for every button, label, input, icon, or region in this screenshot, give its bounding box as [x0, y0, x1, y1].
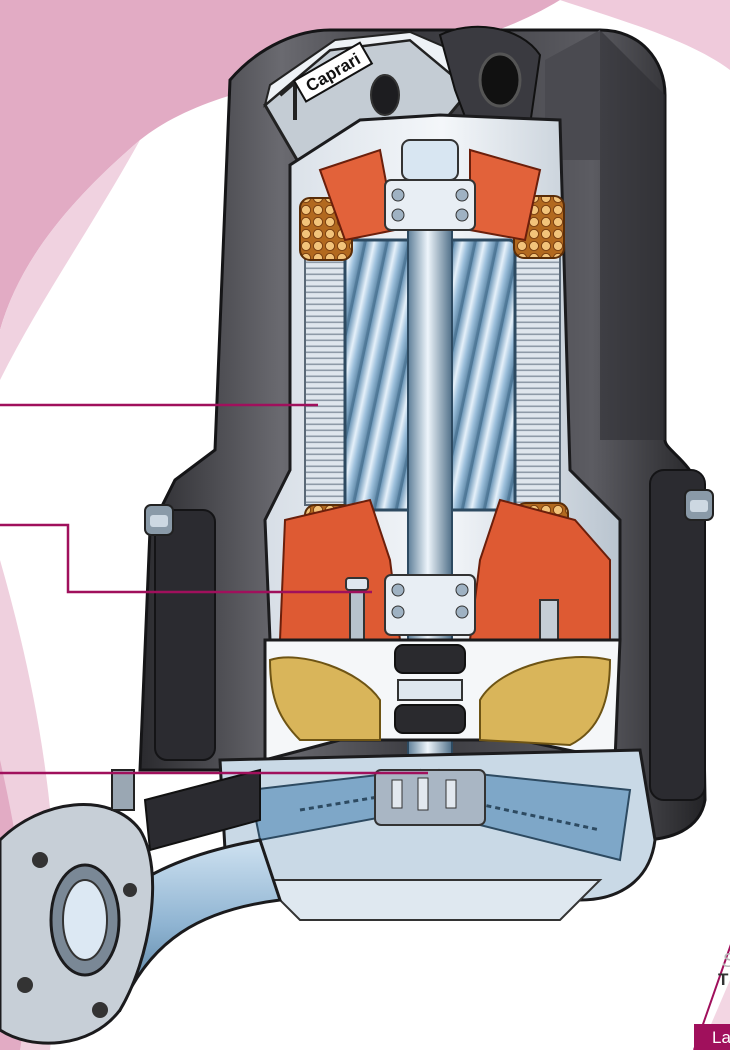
pump-volute	[218, 748, 657, 921]
lower-bearing	[384, 574, 476, 636]
cover-bolt	[349, 584, 365, 646]
mechanical-seal-upper	[394, 644, 466, 674]
discharge-pipe	[0, 768, 283, 1045]
corner-caption-line2: T	[718, 970, 729, 989]
callout-lines	[0, 403, 428, 775]
corner-caption-line1: S	[722, 950, 730, 973]
corner-caption-footer: La	[712, 1028, 730, 1047]
callout-line-bearing	[0, 523, 372, 594]
motor-chamber	[263, 113, 622, 791]
upper-bearing	[384, 139, 476, 231]
mechanical-seal-lower	[394, 704, 466, 734]
seal-chamber	[263, 638, 622, 762]
